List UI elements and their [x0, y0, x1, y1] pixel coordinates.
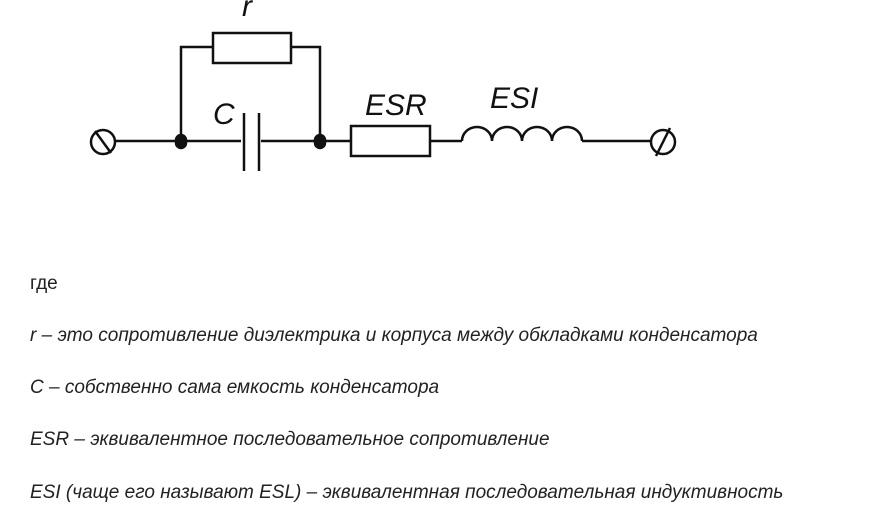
label-r: r	[242, 0, 253, 23]
intro-text: где	[30, 273, 58, 294]
definition-esi: ESI (чаще его называют ESL) – эквивалент…	[30, 482, 784, 503]
label-esi: ESI	[490, 82, 538, 115]
left-terminal	[89, 128, 117, 156]
definition-c: C – собственно сама емкость конденсатора	[30, 377, 440, 398]
right-terminal	[649, 127, 677, 157]
definition-r: r – это сопротивление диэлектрика и корп…	[30, 325, 758, 346]
wire	[179, 45, 213, 141]
wire	[291, 45, 322, 141]
inductor-esi	[460, 125, 584, 142]
resistor-esr	[349, 124, 432, 158]
definition-esr: ESR – эквивалентное последовательное соп…	[30, 429, 550, 450]
label-c: C	[213, 98, 235, 131]
resistor-r	[211, 31, 293, 65]
junction-dot	[313, 133, 327, 150]
equivalent-circuit-diagram: r C ESR ESI	[89, 0, 677, 171]
label-esr: ESR	[365, 89, 427, 122]
junction-dot	[174, 133, 188, 150]
